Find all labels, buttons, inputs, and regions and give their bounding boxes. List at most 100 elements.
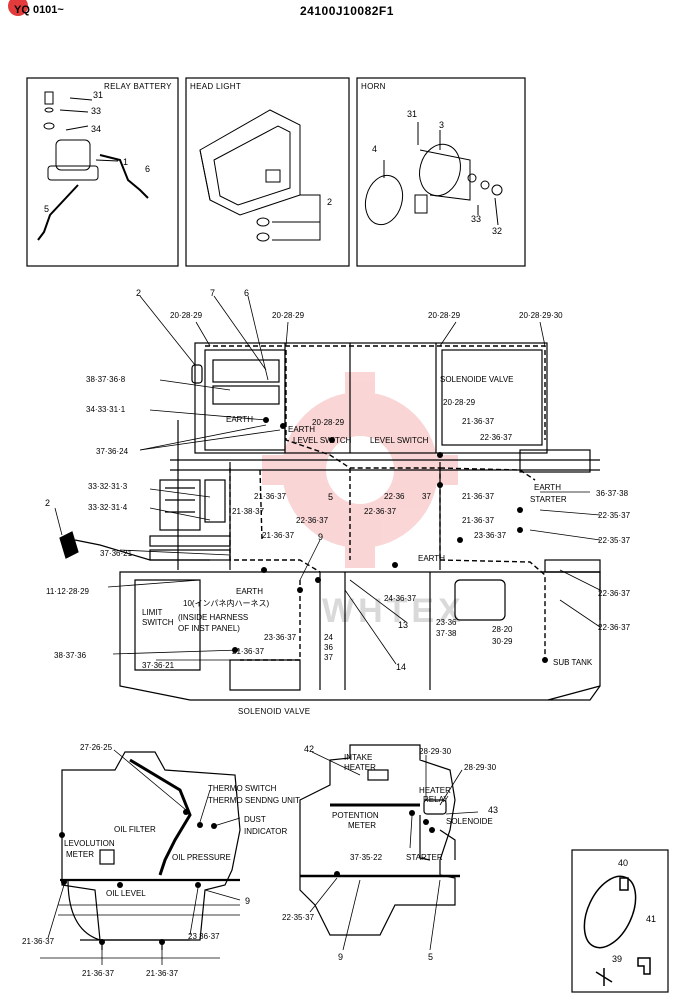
label-5: 5 <box>428 952 433 962</box>
callout-1: 1 <box>123 157 128 167</box>
header-left-code: YQ 0101~ <box>8 0 64 16</box>
main-diagram-labels: 2 7 6 20·28·29 20·28·29 20·28·29 20·28·2… <box>45 288 631 716</box>
left-headlight-icon <box>59 531 210 561</box>
engine-right-labels: 42 INTAKE HEATER 28·29·30 28·29·30 HEATE… <box>282 744 498 962</box>
part-number: 24100J10082F1 <box>300 4 394 18</box>
label-37-vert: 37 <box>324 653 333 662</box>
label-2-top: 2 <box>136 288 141 298</box>
label-solenoide-valve-top: SOLENOIDE VALVE <box>440 375 514 384</box>
label-21-36-37-c: 21·36·37 <box>462 492 495 501</box>
label-heater-relay-2: RELAY <box>423 795 449 804</box>
label-21-36-37-e: 21·36·37 <box>262 531 295 540</box>
callout-6: 6 <box>145 164 150 174</box>
callout-31-horn: 31 <box>407 109 417 119</box>
label-of-inst-panel: OF INST PANEL) <box>178 624 240 633</box>
label-33-32-31-3: 33·32·31·3 <box>88 482 128 491</box>
label-thermo-switch: THERMO SWITCH <box>208 784 277 793</box>
label-solenoide: SOLENOIDE <box>446 817 493 826</box>
label-inside-harness: (INSIDE HARNESS <box>178 613 248 622</box>
horn-drawing <box>364 122 503 226</box>
label-switch: SWITCH <box>142 618 174 627</box>
label-heater: HEATER <box>344 763 376 772</box>
head-light-drawing <box>199 109 321 242</box>
label-potention: POTENTION <box>332 811 379 820</box>
label-limit: LIMIT <box>142 608 163 617</box>
label-38-37-36: 38·37·36 <box>54 651 87 660</box>
label-22-36: 22·36 <box>384 492 405 501</box>
engine-right-connectors <box>334 810 435 877</box>
label-21-36-37-d: 21·36·37 <box>462 516 495 525</box>
callout-4-horn: 4 <box>372 144 377 154</box>
callout-3-horn: 3 <box>439 120 444 130</box>
label-20-28-29-c: 20·28·29 <box>428 311 461 320</box>
label-33-32-31-4: 33·32·31·4 <box>88 503 128 512</box>
label-oil-pressure: OIL PRESSURE <box>172 853 231 862</box>
clamp-drawing <box>583 875 651 986</box>
callout-2-headlight: 2 <box>327 197 332 207</box>
head-light-inset <box>185 77 350 267</box>
label-9-mid: 9 <box>318 532 323 542</box>
relay-battery-title: RELAY BATTERY <box>104 82 172 91</box>
callout-5: 5 <box>44 204 49 214</box>
label-heater-relay-1: HEATER <box>419 786 451 795</box>
label-11-12-28-29: 11·12·28·29 <box>46 587 90 596</box>
label-21-36-37-b: 21·36·37 <box>254 492 287 501</box>
label-37: 37 <box>422 492 431 501</box>
label-earth-4: EARTH <box>418 554 445 563</box>
label-dust: DUST <box>244 815 266 824</box>
label-solenoid-valve-bottom: SOLENOID VALVE <box>238 707 310 716</box>
head-light-title: HEAD LIGHT <box>190 82 241 91</box>
label-21-38-37: 21·38·37 <box>232 507 265 516</box>
label-22-36-37-d: 22·36·37 <box>296 516 329 525</box>
label-potention-meter: METER <box>348 821 376 830</box>
label-21-36-37-a: 21·36·37 <box>462 417 495 426</box>
engine-left-drawing <box>40 751 241 959</box>
horn-title: HORN <box>361 82 386 91</box>
label-sub-tank: SUB TANK <box>553 658 593 667</box>
label-30-29: 30·29 <box>492 637 513 646</box>
label-22-36-37-f: 22·36·37 <box>598 623 631 632</box>
serial-range-text: YQ 0101~ <box>14 4 64 16</box>
label-meter: METER <box>66 850 94 859</box>
engine-left-leaders <box>47 749 241 965</box>
label-22-35-37-a: 22·35·37 <box>598 511 631 520</box>
label-28-29-30-b: 28·29·30 <box>464 763 497 772</box>
label-22-36-37-e: 22·36·37 <box>598 589 631 598</box>
callout-40: 40 <box>618 858 628 868</box>
label-level-switch-1: LEVEL SWITCH <box>293 436 352 445</box>
callout-34: 34 <box>91 124 101 134</box>
label-22-36-37-c: 22·36·37 <box>364 507 397 516</box>
label-level-switch-2: LEVEL SWITCH <box>370 436 429 445</box>
label-5: 5 <box>328 492 333 502</box>
label-intake: INTAKE <box>344 753 372 762</box>
label-37-36-24: 37·36·24 <box>96 447 129 456</box>
label-23-36-37: 23·36·37 <box>474 531 507 540</box>
label-34-33-31-1: 34·33·31·1 <box>86 405 126 414</box>
callout-39: 39 <box>612 954 622 964</box>
label-37-35-22: 37·35·22 <box>350 853 383 862</box>
label-37-36-21-b: 37·36·21 <box>142 661 175 670</box>
label-starter: STARTER <box>406 853 443 862</box>
label-9: 9 <box>338 952 343 962</box>
label-22-36-37-a: 22·36·37 <box>480 433 513 442</box>
callout-31: 31 <box>93 90 103 100</box>
callout-32-horn: 32 <box>492 226 502 236</box>
label-28-29-30-a: 28·29·30 <box>419 747 452 756</box>
label-42: 42 <box>304 744 314 754</box>
label-22-35-37-b: 22·35·37 <box>598 536 631 545</box>
engine-right-drawing <box>299 744 460 936</box>
label-24-vert: 24 <box>324 633 333 642</box>
engine-left-labels: 27·26·25 THERMO SWITCH THERMO SENDNG UNI… <box>22 743 300 978</box>
label-23-36-37: 23 36·37 <box>188 932 220 941</box>
label-21-36-37-b: 21·36·37 <box>82 969 115 978</box>
label-7: 7 <box>210 288 215 298</box>
label-20-28-29-e: 20·28·29 <box>443 398 476 407</box>
label-43: 43 <box>488 805 498 815</box>
red-dot-marker <box>8 0 28 16</box>
label-23-36-37-b: 23·36·37 <box>264 633 297 642</box>
label-20-28-29-30: 20·28·29·30 <box>519 311 563 320</box>
machine-frame <box>119 342 601 701</box>
main-leader-lines <box>54 295 601 665</box>
label-13: 13 <box>398 620 408 630</box>
